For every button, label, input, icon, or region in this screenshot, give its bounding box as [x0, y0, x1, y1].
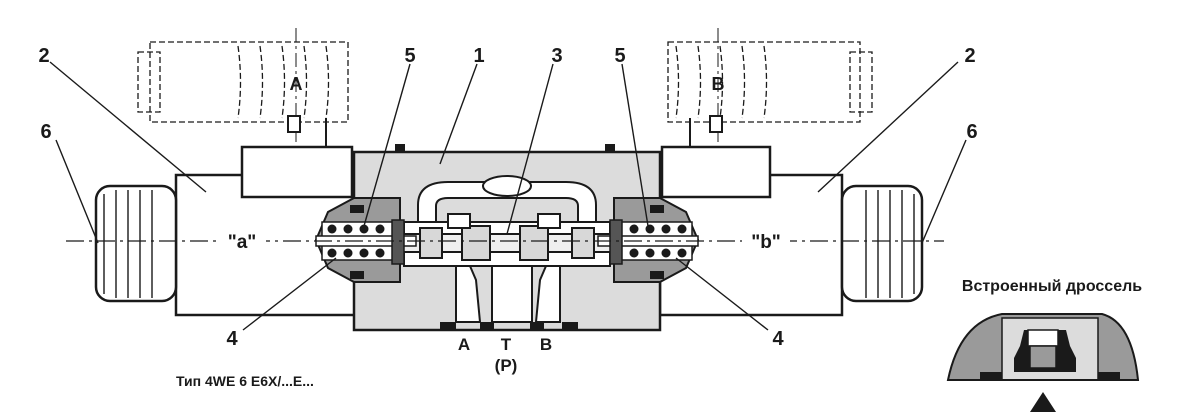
solenoid-label-b: B [712, 74, 725, 94]
throttle-detail [946, 313, 1140, 412]
side-b-bg [742, 230, 790, 252]
spring-chamber-left [314, 197, 417, 283]
port-label-t: T [501, 335, 512, 354]
callout-5-left: 5 [404, 45, 415, 67]
callout-2-right: 2 [964, 45, 975, 67]
side-label-a: "a" [228, 232, 257, 253]
callout-4-left: 4 [226, 328, 238, 350]
plug-centerlines [295, 28, 719, 150]
type-designation: Тип 4WE 6 E6X/...E... [176, 373, 314, 389]
connector-plug-right [667, 41, 873, 123]
manual-override-cap-left [94, 184, 178, 303]
callout-5-right: 5 [614, 45, 625, 67]
callout-4-right: 4 [772, 328, 784, 350]
callout-3: 3 [551, 45, 562, 67]
plug-pins [287, 115, 723, 148]
callout-2-left: 2 [38, 45, 49, 67]
port-label-p: (P) [495, 356, 518, 375]
connector-plug-left [137, 41, 349, 123]
solenoid-label-a: A [290, 74, 303, 94]
port-label-a: A [458, 335, 470, 354]
throttle-title: Встроенный дроссель [962, 278, 1142, 295]
port-label-b: B [540, 335, 552, 354]
manual-override-cap-right [840, 184, 924, 303]
leader-lines [49, 61, 967, 331]
side-label-b: "b" [751, 232, 781, 253]
callout-1: 1 [473, 45, 484, 67]
spring-chamber-right [597, 197, 700, 283]
callout-6-right: 6 [966, 121, 977, 143]
side-a-bg [218, 230, 266, 252]
callout-6-left: 6 [40, 121, 51, 143]
